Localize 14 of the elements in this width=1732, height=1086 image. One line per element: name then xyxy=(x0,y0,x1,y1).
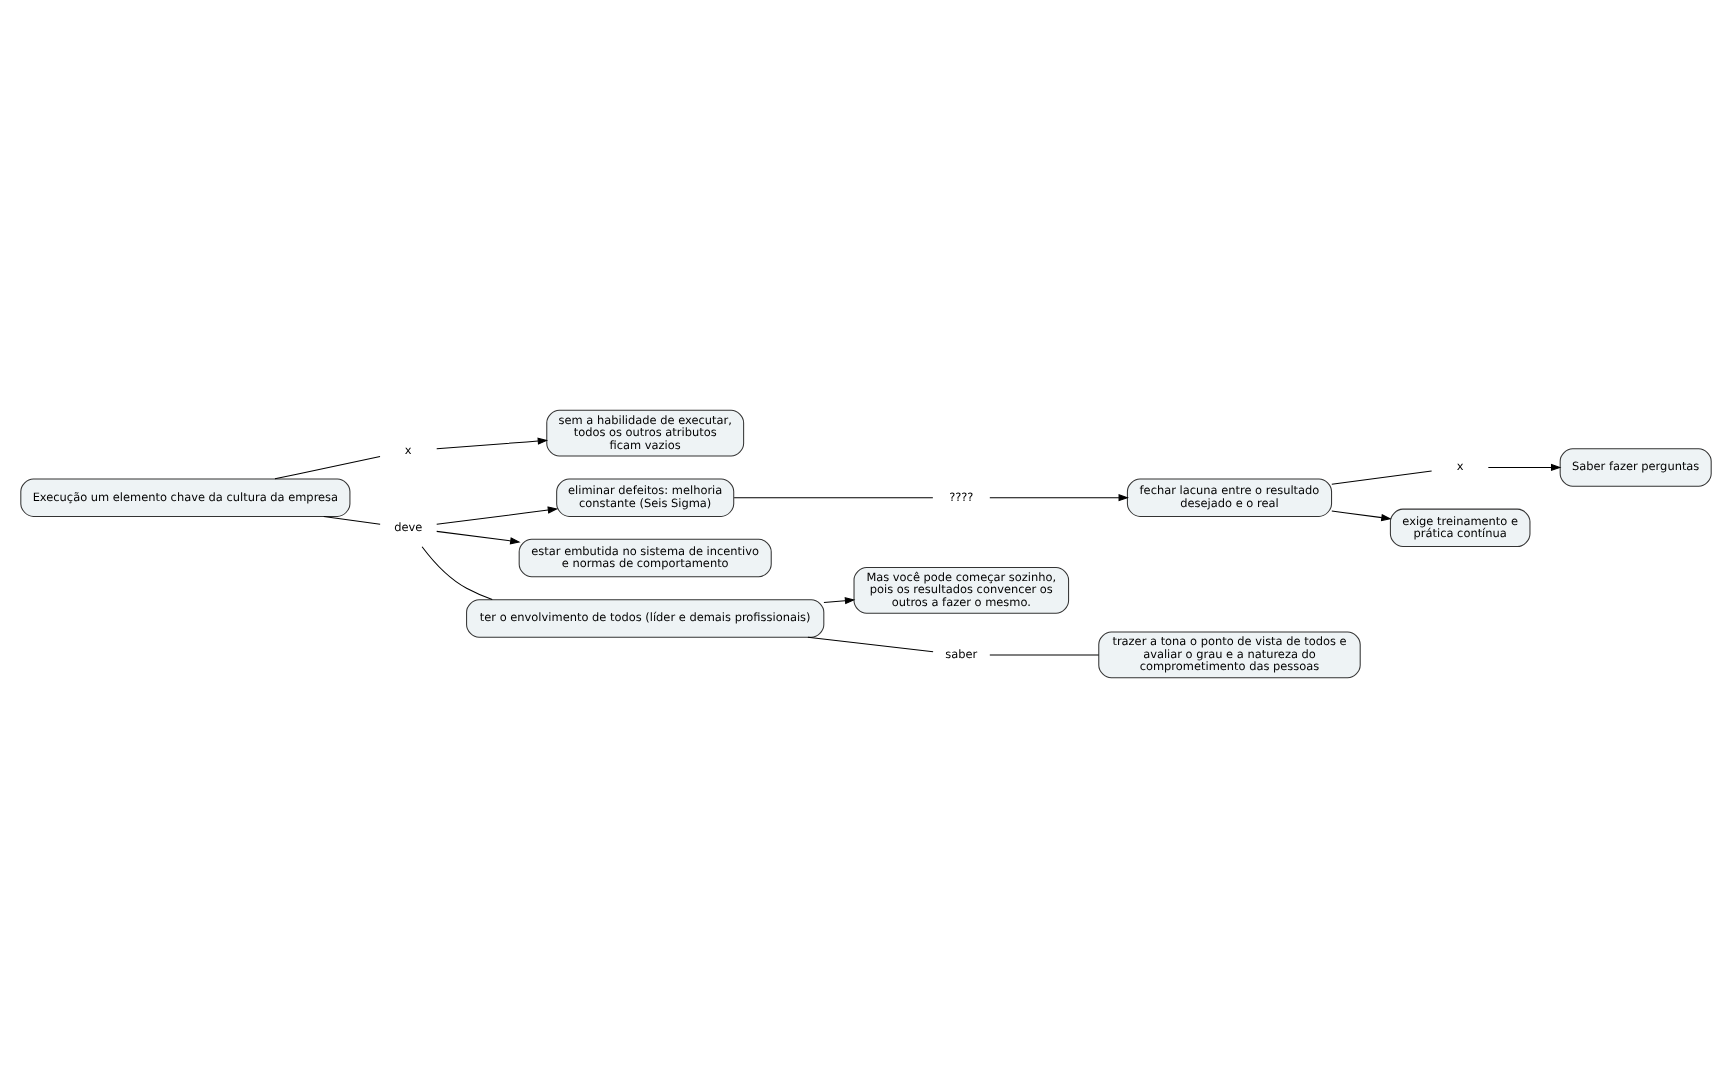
arrow xyxy=(436,436,549,449)
arrow xyxy=(1331,509,1392,521)
connector xyxy=(274,455,381,479)
connector xyxy=(323,514,381,524)
connector xyxy=(807,635,934,652)
arrow xyxy=(989,493,1129,501)
arrow xyxy=(436,505,559,524)
arrow xyxy=(436,529,521,544)
connector xyxy=(1331,469,1433,484)
connector xyxy=(733,496,934,498)
connector xyxy=(421,545,493,600)
arrow xyxy=(823,596,856,604)
connector xyxy=(989,653,1100,655)
arrow xyxy=(1487,462,1562,471)
